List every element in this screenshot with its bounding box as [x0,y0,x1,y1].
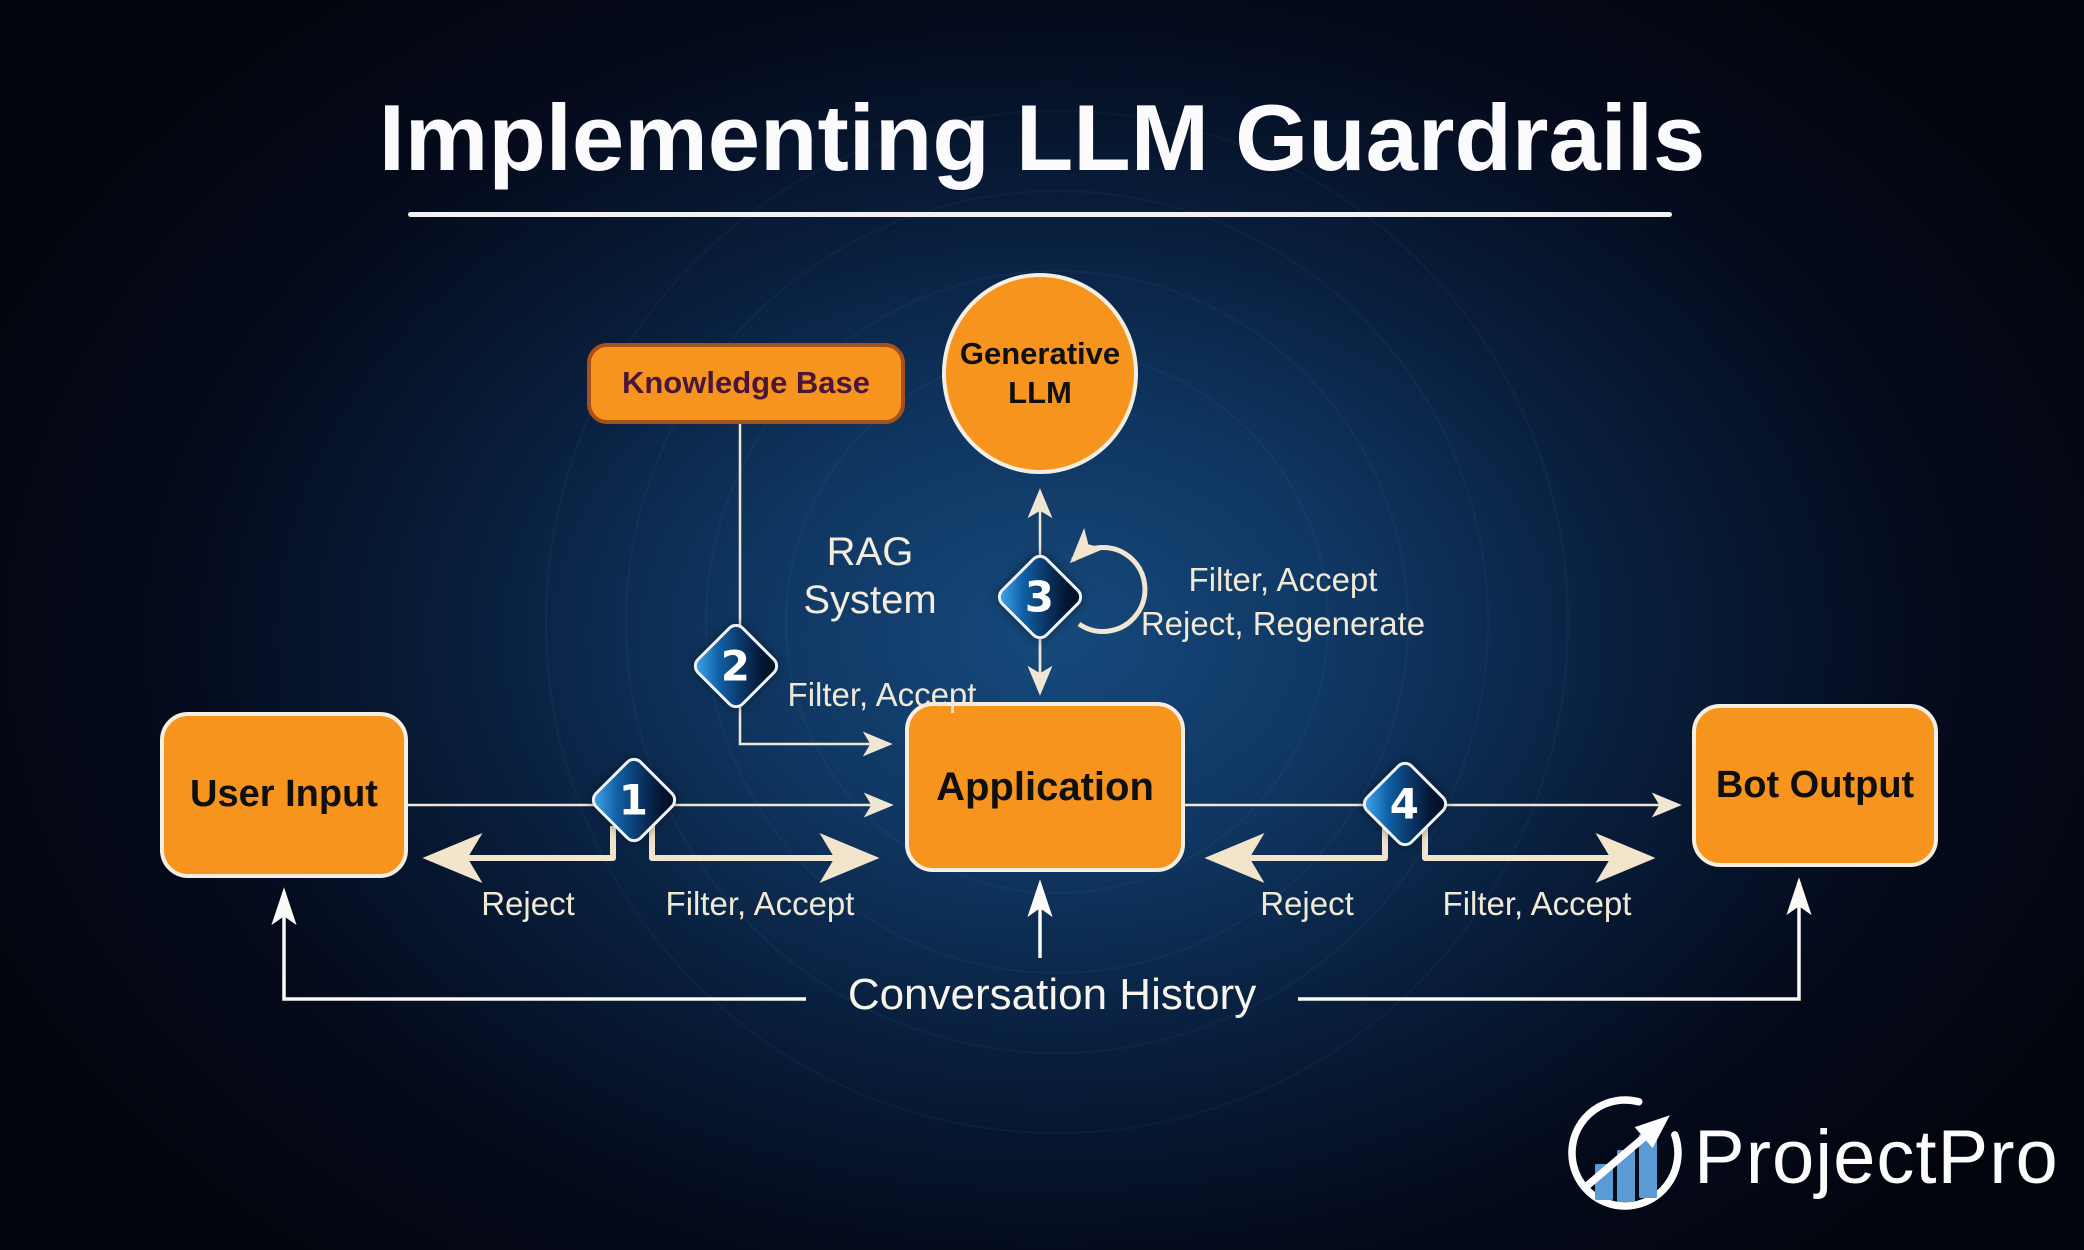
line-knowledgebase-to-application [738,424,893,757]
step-4-accept-label: Filter, Accept [1442,885,1632,922]
arrow-step4-accept [1422,828,1656,883]
node-bot-output: Bot Output [1692,704,1938,867]
growth-chart-arrow-circle-icon [1568,1096,1682,1210]
node-application: Application [905,702,1185,872]
self-loop-step3 [1069,527,1148,634]
page-title: Implementing LLM Guardrails [378,85,1706,190]
node-knowledge-base: Knowledge Base [587,343,905,424]
step-4-reject-label: Reject [1260,885,1354,922]
knowledge-base-label: Knowledge Base [621,365,871,401]
conversation-history-label: Conversation History [847,970,1257,1019]
application-label: Application [936,765,1154,809]
arrow-step1-accept [649,826,880,883]
rag-system-label: RAG System [803,530,937,622]
title-underline [408,212,1672,217]
node-generative-llm: Generative LLM [942,273,1138,474]
step-2-accept-label: Filter, Accept [787,676,977,713]
node-user-input: User Input [160,712,408,878]
generative-llm-label: Generative LLM [959,335,1121,410]
bot-output-label: Bot Output [1715,763,1915,806]
step-3-number: 3 [1025,572,1055,622]
step-3-labels: Filter, Accept Reject, Regenerate [1141,558,1425,646]
step-3-reject-label: Reject, Regenerate [1140,605,1426,642]
step-1-reject-label: Reject [481,885,575,922]
arrow-history-to-userinput [271,887,806,1001]
step-3-accept-label: Filter, Accept [1188,561,1378,598]
arrow-step4-reject [1204,828,1388,883]
user-input-label: User Input [190,773,378,816]
step-4-number: 4 [1390,779,1420,829]
step-1-accept-label: Filter, Accept [665,885,855,922]
step-2-number: 2 [721,641,751,691]
brand-wordmark: ProjectPro [1694,1115,2059,1200]
arrow-history-to-botoutput [1298,877,1812,1001]
arrow-step1-reject [422,826,616,883]
background-ring [545,110,1569,1134]
step-1-number: 1 [619,775,649,825]
